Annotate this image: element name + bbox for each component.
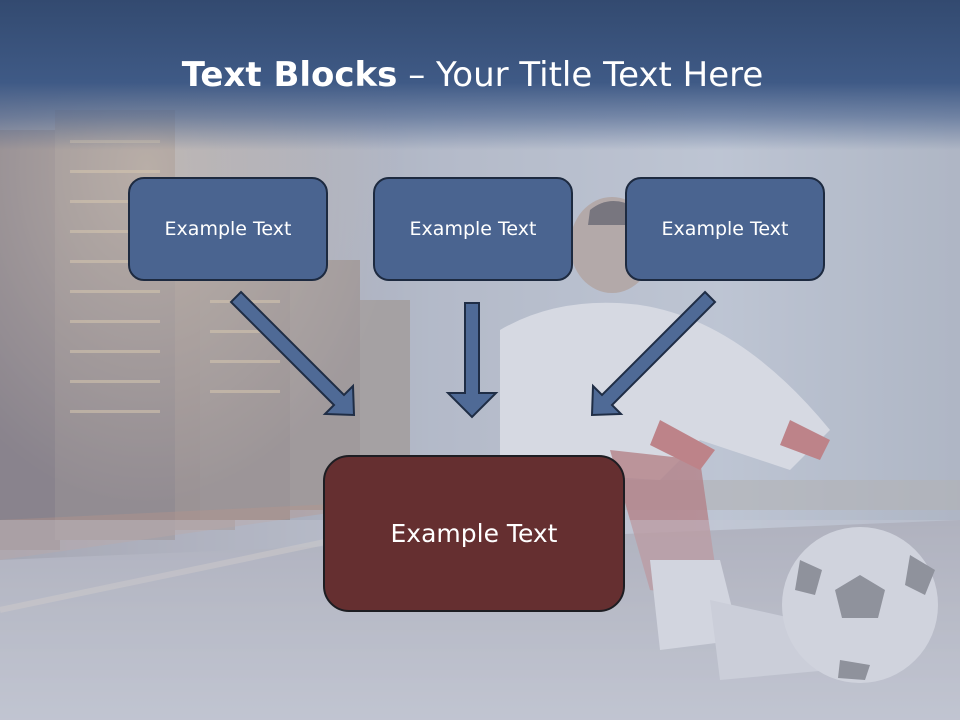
title-bold: Text Blocks bbox=[181, 55, 398, 95]
center-arrow bbox=[445, 302, 499, 419]
box-right-label: Example Text bbox=[661, 218, 789, 240]
slide-title: Text Blocks – Your Title Text Here bbox=[0, 52, 945, 98]
example-text-box-center[interactable]: Example Text bbox=[373, 177, 573, 281]
title-dash: – bbox=[397, 55, 437, 95]
right-arrow bbox=[590, 290, 717, 417]
soccer-ball bbox=[782, 527, 938, 683]
example-text-box-left[interactable]: Example Text bbox=[128, 177, 328, 281]
example-text-box-main[interactable]: Example Text bbox=[323, 455, 625, 612]
title-regular: Your Title Text Here bbox=[436, 55, 764, 95]
title-band bbox=[0, 0, 960, 150]
box-left-label: Example Text bbox=[164, 218, 292, 240]
example-text-box-right[interactable]: Example Text bbox=[625, 177, 825, 281]
left-arrow bbox=[229, 290, 356, 417]
box-center-label: Example Text bbox=[409, 218, 537, 240]
box-main-label: Example Text bbox=[390, 519, 558, 548]
